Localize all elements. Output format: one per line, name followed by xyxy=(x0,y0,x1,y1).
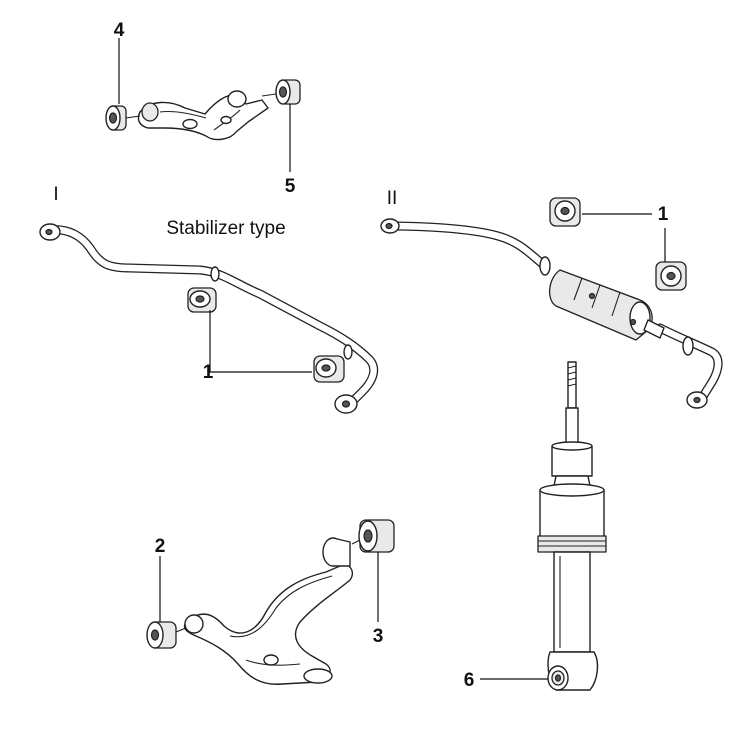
bushing-4 xyxy=(105,105,141,131)
stabilizer-bar-type-two xyxy=(380,218,723,409)
bushing-5 xyxy=(261,79,301,105)
stabilizer-bushing-1-lower-two xyxy=(655,261,687,291)
upper-control-arm xyxy=(137,90,269,141)
callout-3: 3 xyxy=(373,626,384,647)
lower-control-arm xyxy=(183,537,354,685)
callout-4: 4 xyxy=(114,20,125,41)
stabilizer-bar-type-one xyxy=(39,223,379,414)
stabilizer-actuator xyxy=(549,269,665,341)
variant-label-two: II xyxy=(387,188,398,209)
callout-5: 5 xyxy=(285,176,296,197)
stabilizer-bushing-1-lower xyxy=(313,355,345,383)
bushing-2 xyxy=(146,621,187,649)
stabilizer-bushing-1-upper-two xyxy=(549,197,581,227)
shock-absorber xyxy=(537,361,607,691)
callout-1-variant-one: 1 xyxy=(203,362,214,383)
callout-2: 2 xyxy=(155,536,166,557)
stabilizer-bushing-1-upper xyxy=(187,287,217,313)
variant-label-one: I xyxy=(53,184,58,205)
callout-1-variant-two: 1 xyxy=(658,204,669,225)
callout-6: 6 xyxy=(464,670,475,691)
bushing-3 xyxy=(351,519,395,553)
leader-line-1-variant-one xyxy=(209,310,312,373)
stabilizer-type-caption: Stabilizer type xyxy=(166,218,285,239)
